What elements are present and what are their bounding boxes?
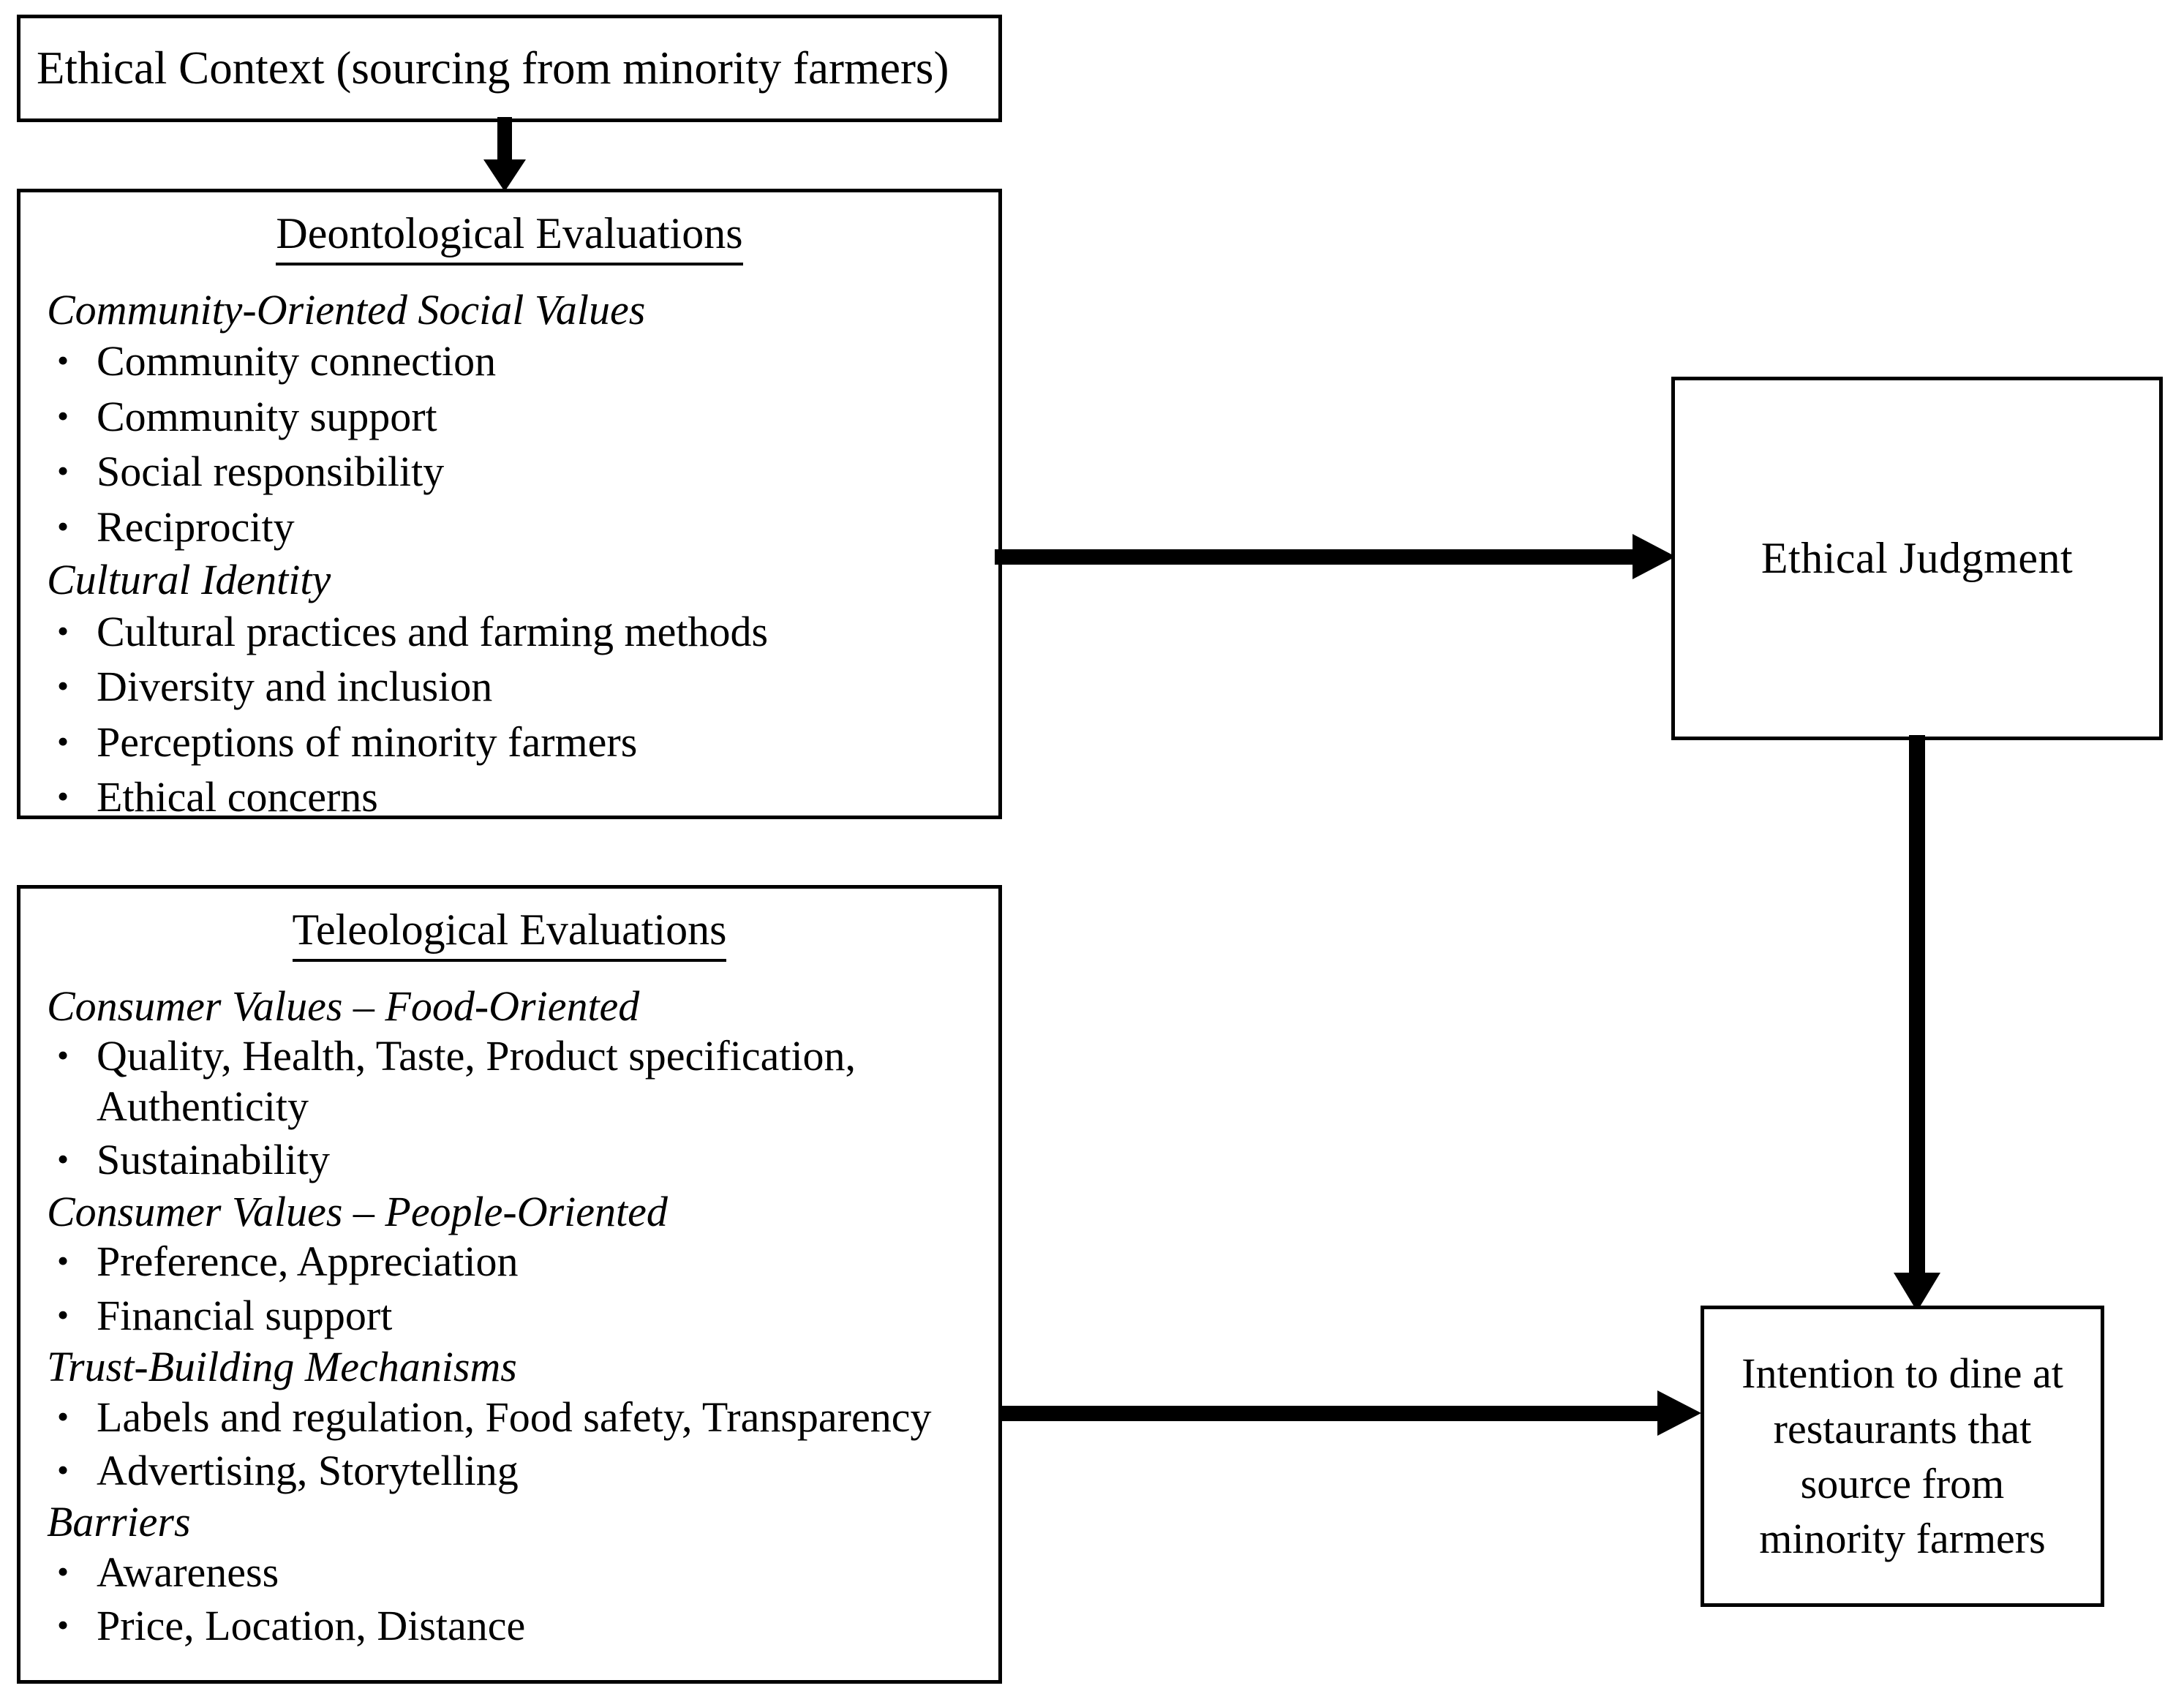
list-item-label: Financial support: [97, 1291, 393, 1339]
bullet-icon: •: [57, 452, 69, 490]
bullet-icon: •: [57, 667, 69, 705]
bullet-icon: •: [57, 1295, 69, 1333]
list-item-label: Preference, Appreciation: [97, 1238, 519, 1286]
bullet-icon: •: [57, 396, 69, 434]
intention-line: source from: [1800, 1460, 2005, 1507]
deontological-title: Deontological Evaluations: [42, 209, 976, 266]
bullet-icon: •: [57, 507, 69, 545]
ethical-judgment-label: Ethical Judgment: [1761, 534, 2074, 582]
bullet-icon: •: [57, 777, 69, 815]
list-item-label: Reciprocity: [97, 502, 295, 551]
list-item-label: Cultural practices and farming methods: [97, 607, 769, 655]
intention-label: Intention to dine at restaurants that so…: [1741, 1346, 2063, 1567]
list-item: • Awareness: [42, 1548, 976, 1597]
list-item-label: Labels and regulation, Food safety, Tran…: [97, 1393, 932, 1441]
bullet-icon: •: [57, 611, 69, 649]
deontological-group-heading: Cultural Identity: [47, 556, 331, 604]
arrow-deontological-to-ethical-judgment: [995, 531, 1679, 582]
list-item-label: Social responsibility: [97, 448, 445, 496]
list-item: • Price, Location, Distance: [42, 1601, 976, 1651]
list-item: • Advertising, Storytelling: [42, 1446, 976, 1496]
teleological-group-heading: Consumer Values – People-Oriented: [47, 1187, 668, 1235]
list-item: • Financial support: [42, 1291, 976, 1341]
list-item: • Labels and regulation, Food safety, Tr…: [42, 1393, 976, 1442]
intention-box: Intention to dine at restaurants that so…: [1701, 1306, 2104, 1607]
arrow-ethical-judgment-to-intention: [1891, 735, 1943, 1313]
bullet-icon: •: [57, 1606, 69, 1644]
teleological-title-text: Teleological Evaluations: [292, 905, 727, 962]
list-item-label: Sustainability: [97, 1136, 330, 1184]
intention-line: minority farmers: [1759, 1515, 2046, 1563]
list-item: • Social responsibility: [42, 447, 976, 497]
list-item: • Ethical concerns: [42, 772, 976, 822]
bullet-icon: •: [57, 1397, 69, 1435]
intention-line: Intention to dine at: [1741, 1349, 2063, 1398]
list-item-label: Awareness: [97, 1548, 279, 1596]
deontological-group-heading: Community-Oriented Social Values: [47, 286, 646, 334]
ethical-context-box: Ethical Context (sourcing from minority …: [17, 15, 1002, 122]
list-item: • Preference, Appreciation: [42, 1237, 976, 1287]
arrow-context-to-deontological: [479, 117, 530, 193]
teleological-title: Teleological Evaluations: [42, 905, 976, 962]
list-item: • Diversity and inclusion: [42, 662, 976, 712]
list-item: • Quality, Health, Taste, Product specif…: [42, 1031, 976, 1131]
list-item: • Community connection: [42, 336, 976, 386]
bullet-icon: •: [57, 1552, 69, 1590]
deontological-evaluations-box: Deontological Evaluations Community-Orie…: [17, 189, 1002, 822]
list-item-label: Community support: [97, 392, 437, 440]
list-item-label: Community connection: [97, 337, 497, 385]
list-item-label: Price, Location, Distance: [97, 1602, 526, 1650]
teleological-group-heading: Trust-Building Mechanisms: [47, 1343, 517, 1391]
deontological-title-text: Deontological Evaluations: [276, 209, 743, 266]
bullet-icon: •: [57, 1451, 69, 1489]
bullet-icon: •: [57, 1140, 69, 1178]
list-item-label: Advertising, Storytelling: [97, 1447, 519, 1495]
list-item: • Cultural practices and farming methods: [42, 607, 976, 657]
list-item-label: Quality, Health, Taste, Product specific…: [97, 1032, 856, 1130]
teleological-evaluations-box: Teleological Evaluations Consumer Values…: [17, 885, 1002, 1684]
list-item: • Reciprocity: [42, 502, 976, 552]
teleological-group-heading: Consumer Values – Food-Oriented: [47, 982, 640, 1030]
bullet-icon: •: [57, 342, 69, 380]
list-item-label: Perceptions of minority farmers: [97, 718, 638, 766]
list-item-label: Diversity and inclusion: [97, 663, 493, 711]
bullet-icon: •: [57, 722, 69, 760]
list-item: • Community support: [42, 392, 976, 442]
ethical-judgment-box: Ethical Judgment: [1671, 377, 2163, 740]
ethical-context-label: Ethical Context (sourcing from minority …: [37, 42, 949, 94]
bullet-icon: •: [57, 1036, 69, 1074]
bullet-icon: •: [57, 1242, 69, 1280]
intention-line: restaurants that: [1773, 1404, 2032, 1453]
teleological-group-heading: Barriers: [47, 1498, 191, 1546]
list-item: • Perceptions of minority farmers: [42, 718, 976, 767]
list-item: • Sustainability: [42, 1135, 976, 1185]
list-item-label: Ethical concerns: [97, 773, 378, 821]
arrow-teleological-to-intention: [1001, 1387, 1704, 1439]
